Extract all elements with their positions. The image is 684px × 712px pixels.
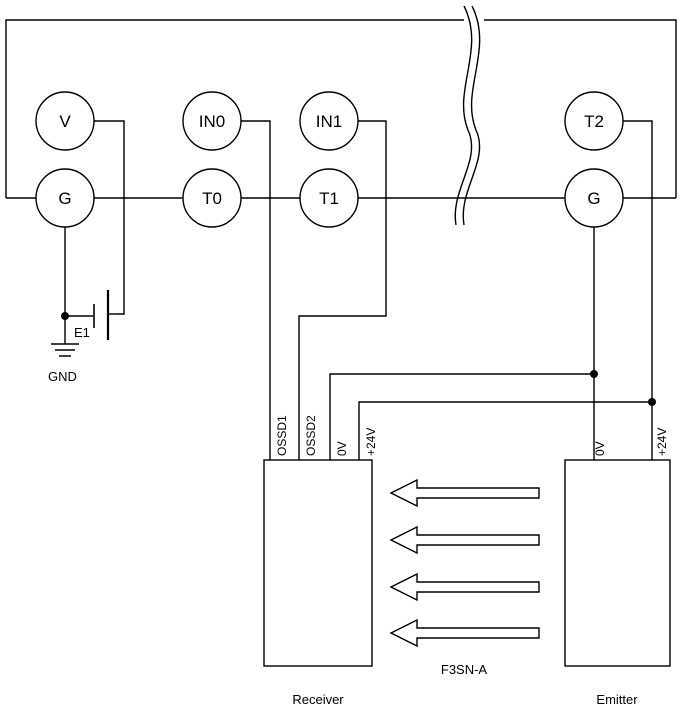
junction-24v-dot	[648, 398, 656, 406]
terminal-in0: IN0	[182, 91, 242, 151]
terminal-t1-label: T1	[319, 189, 339, 208]
emitter-pin-0v: 0V	[593, 441, 607, 456]
break-mark-left	[454, 5, 473, 226]
break-mark-right	[462, 5, 481, 226]
controller-enclosure	[5, 19, 677, 198]
wire-in1-ossd2	[298, 120, 387, 460]
light-beam-arrow	[389, 525, 540, 555]
wire-v-battery	[94, 120, 125, 315]
wire-in0-ossd1	[241, 120, 271, 460]
wire-g-ground	[64, 227, 93, 317]
ground-symbol	[51, 316, 79, 357]
terminal-in1: IN1	[299, 91, 359, 151]
terminal-v-label: V	[59, 112, 71, 131]
terminal-t2-label: T2	[584, 112, 604, 131]
terminal-g-right-label: G	[587, 189, 600, 208]
wire-24v	[358, 120, 653, 460]
wire-0v	[329, 227, 595, 460]
light-beam-arrow	[389, 478, 540, 508]
terminal-t1: T1	[299, 168, 359, 228]
receiver-pin-ossd1: OSSD1	[275, 415, 289, 456]
emitter-box	[564, 459, 671, 667]
model-label: F3SN-A	[441, 662, 488, 677]
receiver-pin-24v: +24V	[364, 428, 378, 456]
terminal-t2: T2	[564, 91, 624, 151]
receiver-label: Receiver	[292, 692, 344, 707]
ground-label: GND	[48, 369, 77, 384]
junction-0v-dot	[590, 370, 598, 378]
terminal-t0: T0	[182, 168, 242, 228]
receiver-pin-0v: 0V	[335, 441, 349, 456]
terminal-in1-label: IN1	[316, 112, 342, 131]
receiver-box	[263, 459, 373, 667]
terminal-g-left-label: G	[58, 189, 71, 208]
receiver-pin-ossd2: OSSD2	[304, 415, 318, 456]
terminal-g-left: G	[35, 168, 95, 228]
terminal-v: V	[35, 91, 95, 151]
terminal-t0-label: T0	[202, 189, 222, 208]
terminal-in0-label: IN0	[199, 112, 225, 131]
emitter-pin-24v: +24V	[655, 428, 669, 456]
emitter-label: Emitter	[596, 692, 638, 707]
light-beam-arrow	[389, 618, 540, 648]
terminal-g-right: G	[564, 168, 624, 228]
light-beam-arrow	[389, 572, 540, 602]
battery-label: E1	[74, 325, 90, 340]
